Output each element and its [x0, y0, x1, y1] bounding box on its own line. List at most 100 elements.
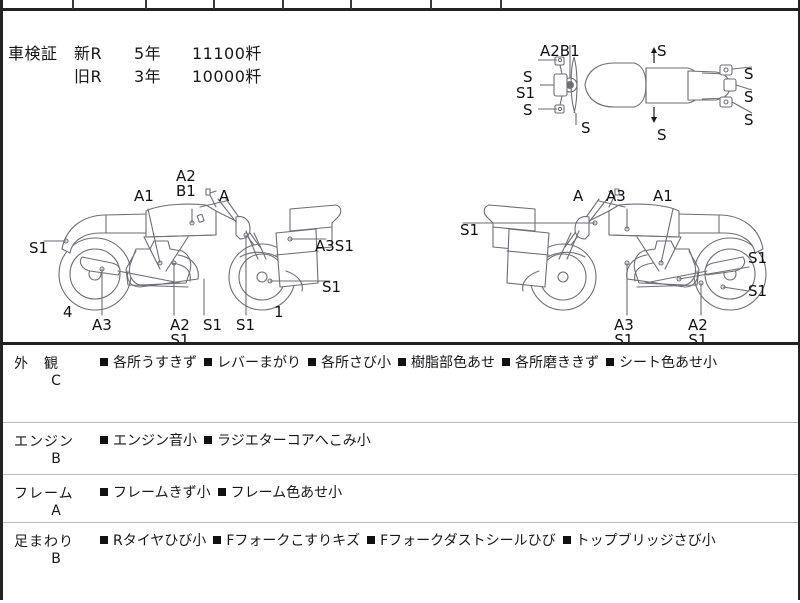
condition-item-list: エンジン音小 ラジエターコアへこみ小	[100, 430, 796, 450]
bullet-square-icon	[398, 358, 406, 366]
condition-item-label: Rタイヤひび小	[113, 533, 207, 549]
label-1-left: 1	[274, 303, 284, 321]
header-column-divider	[430, 0, 432, 9]
label-s1-left-fork: S1	[236, 316, 256, 334]
label-a3-right-tank: A3	[606, 187, 626, 205]
label-a2-right-bottom: A2	[688, 316, 708, 334]
label-s-top-right-mid: S	[744, 88, 754, 106]
label-a1-right: A1	[653, 187, 673, 205]
header-column-divider	[213, 0, 215, 9]
condition-item: 樹脂部色あせ	[398, 352, 495, 372]
condition-item-label: フレーム色あせ小	[230, 485, 343, 501]
condition-item-label: 樹脂部色あせ	[411, 355, 495, 371]
bullet-square-icon	[100, 358, 108, 366]
header-column-divider	[145, 0, 147, 9]
label-a2-left-bottom: A2	[170, 316, 190, 334]
condition-grade: C	[51, 373, 61, 389]
registration-label: 車検証	[8, 44, 58, 63]
header-column-divider	[350, 0, 352, 9]
label-s-top-left-lower: S	[523, 101, 533, 119]
condition-item: フレームきず小	[100, 482, 211, 502]
label-a3-left: A3	[92, 316, 112, 334]
registration-row: 旧R 3年 10000粁	[74, 63, 304, 86]
bullet-square-icon	[204, 358, 212, 366]
condition-category: フレーム	[14, 486, 74, 502]
bullet-square-icon	[100, 436, 108, 444]
condition-item-list: フレームきず小 フレーム色あせ小	[100, 482, 796, 502]
motorcycle-side-view-left-drawing	[43, 188, 342, 316]
condition-item-label: 各所磨ききず	[515, 355, 599, 371]
bullet-square-icon	[502, 358, 510, 366]
label-s-top-center-lower: S	[657, 126, 667, 144]
condition-item-label: トップブリッジさび小	[575, 533, 716, 549]
registration-year: 5年	[134, 44, 162, 63]
condition-grade: B	[51, 451, 61, 467]
condition-item: Fフォークダストシールひび	[367, 530, 556, 550]
label-a2-left-line1: A2	[176, 167, 196, 185]
label-b1-left-line2: B1	[176, 182, 196, 200]
registration-era: 旧R	[74, 67, 103, 86]
condition-item: Fフォークこすりキズ	[213, 530, 360, 550]
condition-item-label: ラジエターコアへこみ小	[217, 433, 371, 449]
registration-odometer: 11100粁	[192, 44, 262, 63]
label-a1-left: A1	[134, 187, 154, 205]
label-s-top-left-upper: S	[523, 68, 533, 86]
label-s-top-right-lower: S	[744, 111, 754, 129]
label-s1-right-mid: S1	[748, 249, 768, 267]
condition-item: Rタイヤひび小	[100, 530, 206, 550]
label-s1-top-left-mid: S1	[516, 84, 536, 102]
header-column-divider	[500, 0, 502, 9]
condition-item: シート色あせ小	[606, 352, 717, 372]
condition-item-label: シート色あせ小	[619, 355, 717, 371]
bullet-square-icon	[100, 536, 108, 544]
condition-item: 各所磨ききず	[502, 352, 599, 372]
condition-item: フレーム色あせ小	[217, 482, 343, 502]
condition-grade: B	[51, 551, 61, 567]
label-s1-right-rear: S1	[460, 221, 480, 239]
bullet-square-icon	[213, 536, 222, 544]
condition-item: レバーまがり	[204, 352, 301, 372]
condition-item: 各所さび小	[308, 352, 391, 372]
registration-odometer: 10000粁	[192, 67, 262, 86]
label-a3-right-bottom: A3	[614, 316, 634, 334]
bullet-square-icon	[217, 488, 226, 496]
condition-item-label: Fフォークダストシールひび	[380, 533, 556, 549]
condition-item-label: フレームきず小	[113, 485, 211, 501]
bullet-square-icon	[367, 536, 376, 544]
condition-item: エンジン音小	[100, 430, 197, 450]
label-s1-left-rear: S1	[29, 239, 49, 257]
motorcycle-top-view-drawing	[538, 45, 753, 125]
label-s-top-front-bottom: S	[581, 119, 591, 137]
label-s1-right-wheel: S1	[748, 282, 768, 300]
label-a-right: A	[573, 187, 584, 205]
motorcycle-side-view-right-drawing	[462, 188, 767, 316]
label-s-top-right-upper: S	[744, 65, 754, 83]
condition-grade: A	[51, 503, 61, 519]
condition-category: エンジン	[14, 434, 74, 450]
condition-item-label: Fフォークこすりキズ	[226, 533, 361, 549]
label-s1-left-front-wheel: S1	[322, 278, 342, 296]
bullet-square-icon	[100, 488, 108, 496]
registration-row: 新R 5年 11100粁	[74, 40, 304, 63]
bullet-square-icon	[204, 436, 212, 444]
clipped-header-strip	[0, 0, 800, 11]
label-a3s1-left: A3S1	[315, 237, 354, 255]
condition-category: 外 観	[14, 356, 59, 372]
condition-item: ラジエターコアへこみ小	[204, 430, 371, 450]
bullet-square-icon	[308, 358, 316, 366]
condition-item: 各所うすきず	[100, 352, 197, 372]
bullet-square-icon	[606, 358, 614, 366]
condition-item-label: 各所さび小	[321, 355, 391, 371]
condition-category: 足まわり	[14, 534, 74, 550]
label-s-top-center-upper: S	[657, 42, 667, 60]
condition-item-label: 各所うすきず	[113, 355, 197, 371]
condition-item-list: 各所うすきず レバーまがり 各所さび小 樹脂部色あせ 各所磨ききず シート色あせ小	[100, 352, 796, 372]
condition-item-label: レバーまがり	[217, 355, 301, 371]
bullet-square-icon	[562, 536, 571, 544]
diagram-area: A2B1 S S1 S S S S S S S	[0, 11, 800, 348]
